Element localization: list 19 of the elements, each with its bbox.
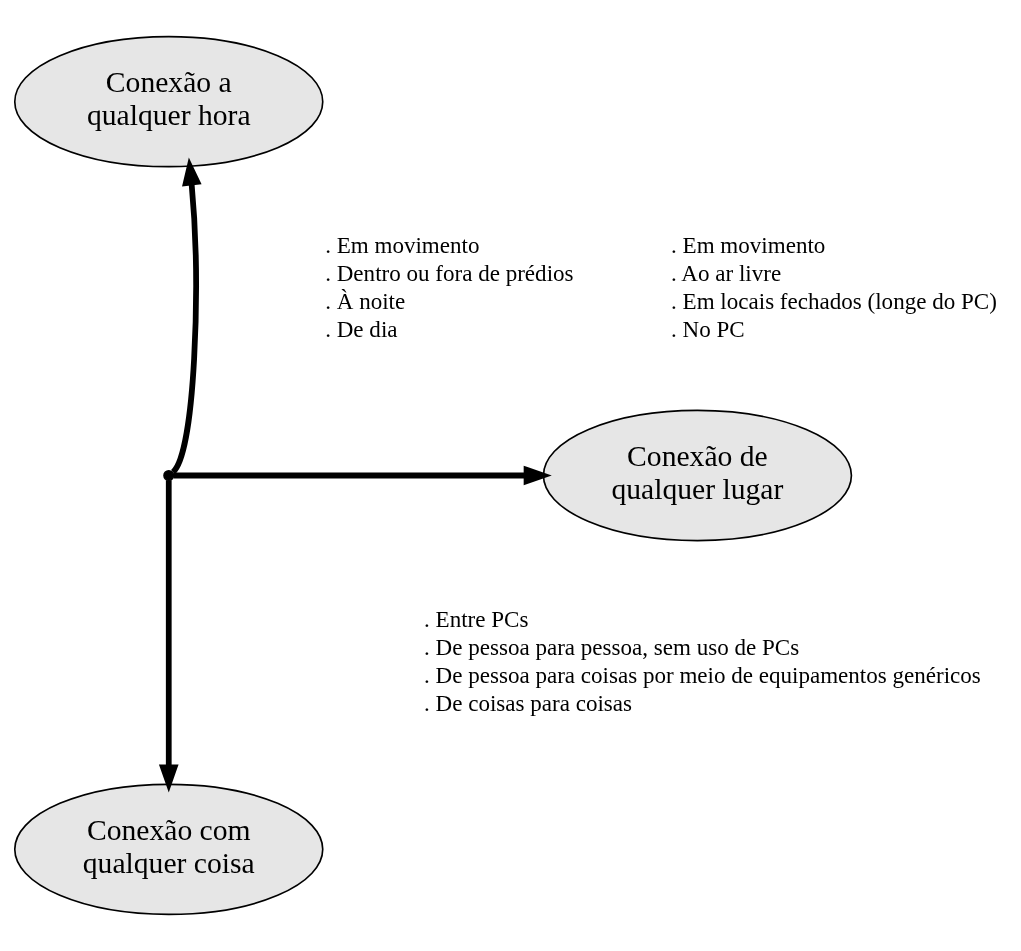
arrow bbox=[173, 465, 552, 486]
label: . À noite bbox=[325, 287, 406, 314]
arrow bbox=[158, 480, 179, 793]
label: . Em movimento bbox=[325, 231, 480, 258]
label: . Em locais fechados (longe do PC) bbox=[671, 287, 997, 314]
node-ellipse: Conexão com qualquer coisa bbox=[13, 783, 324, 916]
node-point bbox=[163, 469, 175, 482]
arrow bbox=[170, 157, 202, 474]
label: . De pessoa para coisas por meio de equipamentos genéricos bbox=[424, 661, 981, 688]
label: . De pessoa para pessoa, sem uso de PCs bbox=[424, 633, 800, 660]
node-ellipse: Conexão de qualquer lugar bbox=[542, 409, 853, 542]
label: . De dia bbox=[325, 315, 398, 342]
node-ellipse: Conexão a qualquer hora bbox=[13, 35, 324, 168]
label: . De coisas para coisas bbox=[424, 689, 633, 716]
label: . Entre PCs bbox=[424, 605, 529, 632]
label: . No PC bbox=[671, 315, 745, 342]
label: . Dentro ou fora de prédios bbox=[325, 259, 574, 286]
label: . Ao ar livre bbox=[671, 259, 782, 286]
label: . Em movimento bbox=[671, 231, 826, 258]
